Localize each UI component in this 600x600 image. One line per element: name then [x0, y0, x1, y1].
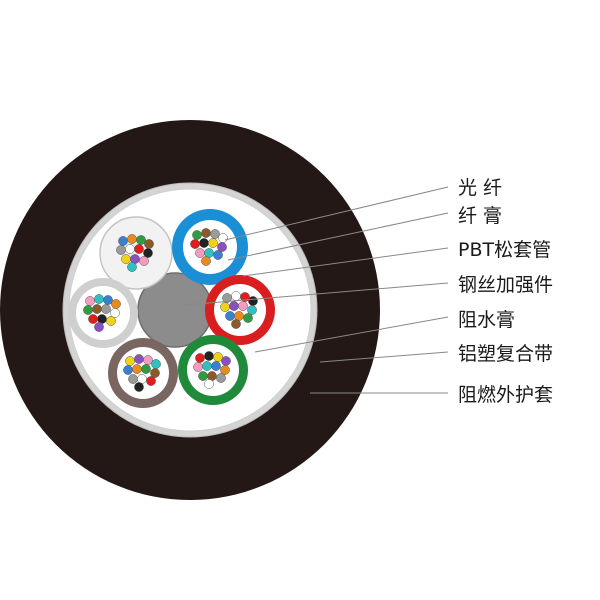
- fiber-strand: [94, 322, 104, 332]
- leader-fiber-gel: [227, 212, 449, 261]
- fiber-strand: [146, 376, 156, 386]
- leader-aluminum-tape: [319, 351, 449, 363]
- fiber-strand: [247, 305, 257, 315]
- fiber-strand: [125, 356, 135, 366]
- leader-lines: [184, 186, 449, 394]
- fiber-strand: [134, 244, 144, 254]
- fiber-strand: [225, 311, 235, 321]
- fiber-strand: [229, 301, 239, 311]
- label-pbt-tube: PBT松套管: [458, 239, 551, 261]
- fiber-strand: [134, 382, 144, 392]
- fiber-strand: [202, 361, 212, 371]
- fiber-strand: [111, 299, 121, 309]
- leader-steel-wire: [184, 282, 449, 306]
- fiber-strand: [198, 371, 208, 381]
- fiber-strand: [139, 256, 149, 266]
- tube-gray-inner: [76, 286, 130, 340]
- tube-blue-inner: [183, 220, 237, 274]
- fiber-strand: [192, 230, 202, 240]
- fiber-strand: [220, 365, 230, 375]
- fiber-strand: [201, 228, 211, 238]
- fiber-strand: [127, 234, 137, 244]
- leader-water-block: [254, 316, 449, 353]
- fiber-strand: [195, 248, 205, 258]
- fiber-strand: [106, 316, 116, 326]
- fiber-strand: [231, 319, 241, 329]
- label-water-block: 阻水膏: [458, 308, 515, 331]
- fiber-strand: [116, 245, 126, 255]
- fiber-strand: [220, 302, 230, 312]
- fiber-strand: [231, 291, 241, 301]
- fiber-strand: [83, 305, 93, 315]
- fiber-strand: [150, 368, 160, 378]
- fiber-strand: [88, 314, 98, 324]
- tube-white: [99, 216, 173, 290]
- label-fiber: 光 纤: [458, 177, 502, 199]
- fiber-strand: [110, 308, 120, 318]
- leader-pbt-tube: [242, 247, 449, 277]
- label-steel-wire: 钢丝加强件: [458, 274, 553, 296]
- fiber-strand: [101, 304, 111, 314]
- fiber-strand: [218, 233, 228, 243]
- fiber-strand: [94, 294, 104, 304]
- fiber-strand: [144, 239, 154, 249]
- fiber-strand: [132, 364, 142, 374]
- fiber-strand: [238, 301, 248, 311]
- label-aluminum-tape: 铝塑复合带: [458, 343, 553, 365]
- fiber-strand: [127, 262, 137, 272]
- fiber-strand: [121, 254, 131, 264]
- fiber-strand: [201, 256, 211, 266]
- leader-fiber: [224, 186, 449, 241]
- fiber-strand: [128, 374, 138, 384]
- fiber-strand: [118, 236, 128, 246]
- fiber-strand: [243, 313, 253, 323]
- fiber-strand: [204, 351, 214, 361]
- fiber-strand: [134, 354, 144, 364]
- fiber-strand: [248, 296, 258, 306]
- fiber-strand: [195, 353, 205, 363]
- fiber-strand: [92, 304, 102, 314]
- optical-fibers: [83, 228, 258, 392]
- fiber-strand: [216, 373, 226, 383]
- fiber-strand: [213, 250, 223, 260]
- fiber-strand: [217, 242, 227, 252]
- label-sheath: 阻燃外护套: [458, 384, 553, 406]
- fiber-strand: [125, 244, 135, 254]
- fiber-strand: [143, 248, 153, 258]
- fiber-strand: [141, 364, 151, 374]
- fiber-strand: [123, 365, 133, 375]
- fiber-strand: [211, 361, 221, 371]
- fiber-strand: [193, 362, 203, 372]
- fiber-strand: [151, 359, 161, 369]
- fiber-strand: [190, 239, 200, 249]
- fiber-strand: [208, 238, 218, 248]
- fiber-strand: [199, 238, 209, 248]
- fiber-strand: [85, 296, 95, 306]
- label-fiber-gel: 纤 膏: [458, 204, 502, 227]
- fiber-strand: [204, 379, 214, 389]
- fiber-strand: [221, 356, 231, 366]
